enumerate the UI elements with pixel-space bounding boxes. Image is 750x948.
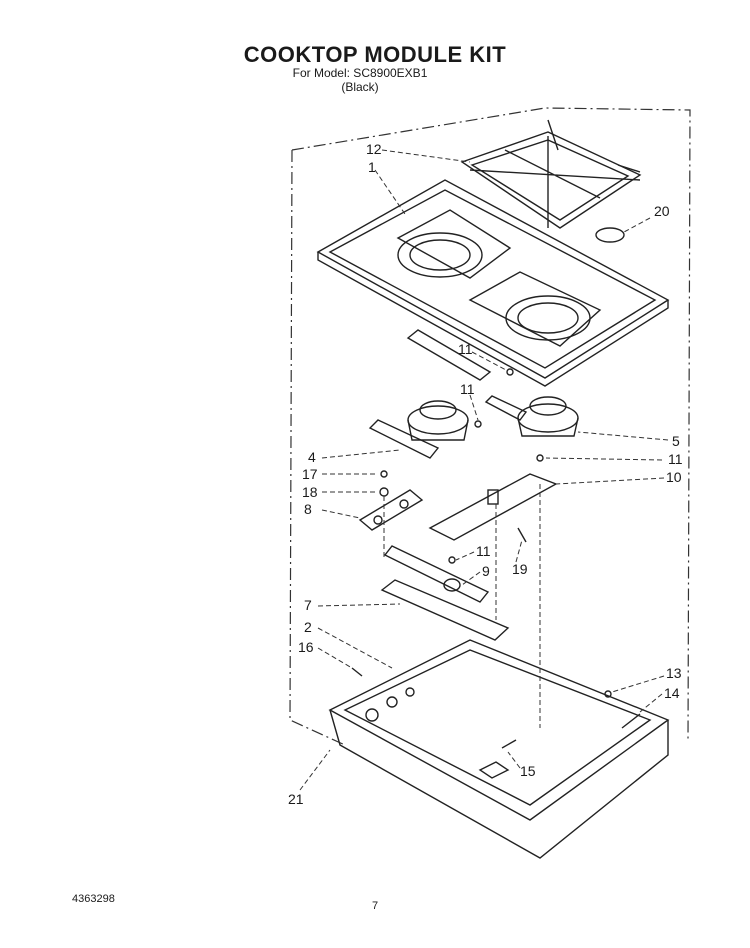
callout-11: 11 [668,451,683,467]
model-line: For Model: SC8900EXB1 [292,66,428,80]
burner-grate [460,119,642,229]
page-number: 7 [372,900,379,912]
leader-11d [455,551,475,561]
leader-11a [471,351,507,371]
leader-21 [299,749,331,791]
screw [506,368,514,376]
callout-12: 12 [366,141,382,157]
burner-cap [595,227,625,243]
callout-14: 14 [664,685,680,701]
leader-5 [577,431,669,441]
leader-10 [555,477,665,485]
callout-10: 10 [666,469,682,485]
cooktop-top-plate [316,179,670,387]
bolt [621,713,641,729]
burner-left [368,400,469,459]
callout-7: 7 [304,597,312,613]
mounting-bracket [428,473,558,541]
color-line: (Black) [341,80,379,94]
leader-12 [381,149,471,163]
screw [536,454,544,462]
callout-16: 16 [298,639,314,655]
leader-19 [515,539,523,563]
leader-15 [507,751,521,769]
leader-13 [611,675,665,693]
page-title: COOKTOP MODULE KIT [243,42,507,67]
callout-13: 13 [666,665,682,681]
callout-9: 9 [482,563,490,579]
leader-14 [639,693,663,713]
callout-21: 21 [288,791,304,807]
assembly-frame [289,107,691,746]
callout-11: 11 [458,341,473,357]
callout-5: 5 [672,433,680,449]
callout-1: 1 [368,159,376,175]
fastener [501,739,517,749]
callout-11: 11 [460,381,475,397]
leader-4 [321,449,401,459]
callout-18: 18 [302,484,318,500]
leader-9 [461,571,481,586]
igniter-plate [358,489,424,531]
callout-4: 4 [308,449,316,465]
screw [448,556,456,564]
callout-11: 11 [476,543,491,559]
callout-8: 8 [304,501,312,517]
callout-19: 19 [512,561,528,577]
leader-2 [317,627,393,669]
base-pan [328,639,670,859]
gas-manifold [380,579,510,641]
leader-16 [317,647,353,669]
leader-7 [317,603,401,607]
callout-17: 17 [302,466,318,482]
grommet [379,487,389,497]
screw [474,420,482,428]
pin [517,527,527,543]
clip [351,667,363,677]
leader-11c [545,457,663,461]
nut [604,690,612,698]
document-number: 4363298 [72,893,115,905]
leader-20 [623,217,651,233]
screw [380,470,388,478]
leader-8 [321,509,361,519]
callout-15: 15 [520,763,536,779]
leader-1 [374,169,406,215]
burner-right [484,395,579,437]
leader-11b [469,394,479,421]
callout-2: 2 [304,619,312,635]
callout-20: 20 [654,203,670,219]
burner-tube-upper [406,329,492,381]
